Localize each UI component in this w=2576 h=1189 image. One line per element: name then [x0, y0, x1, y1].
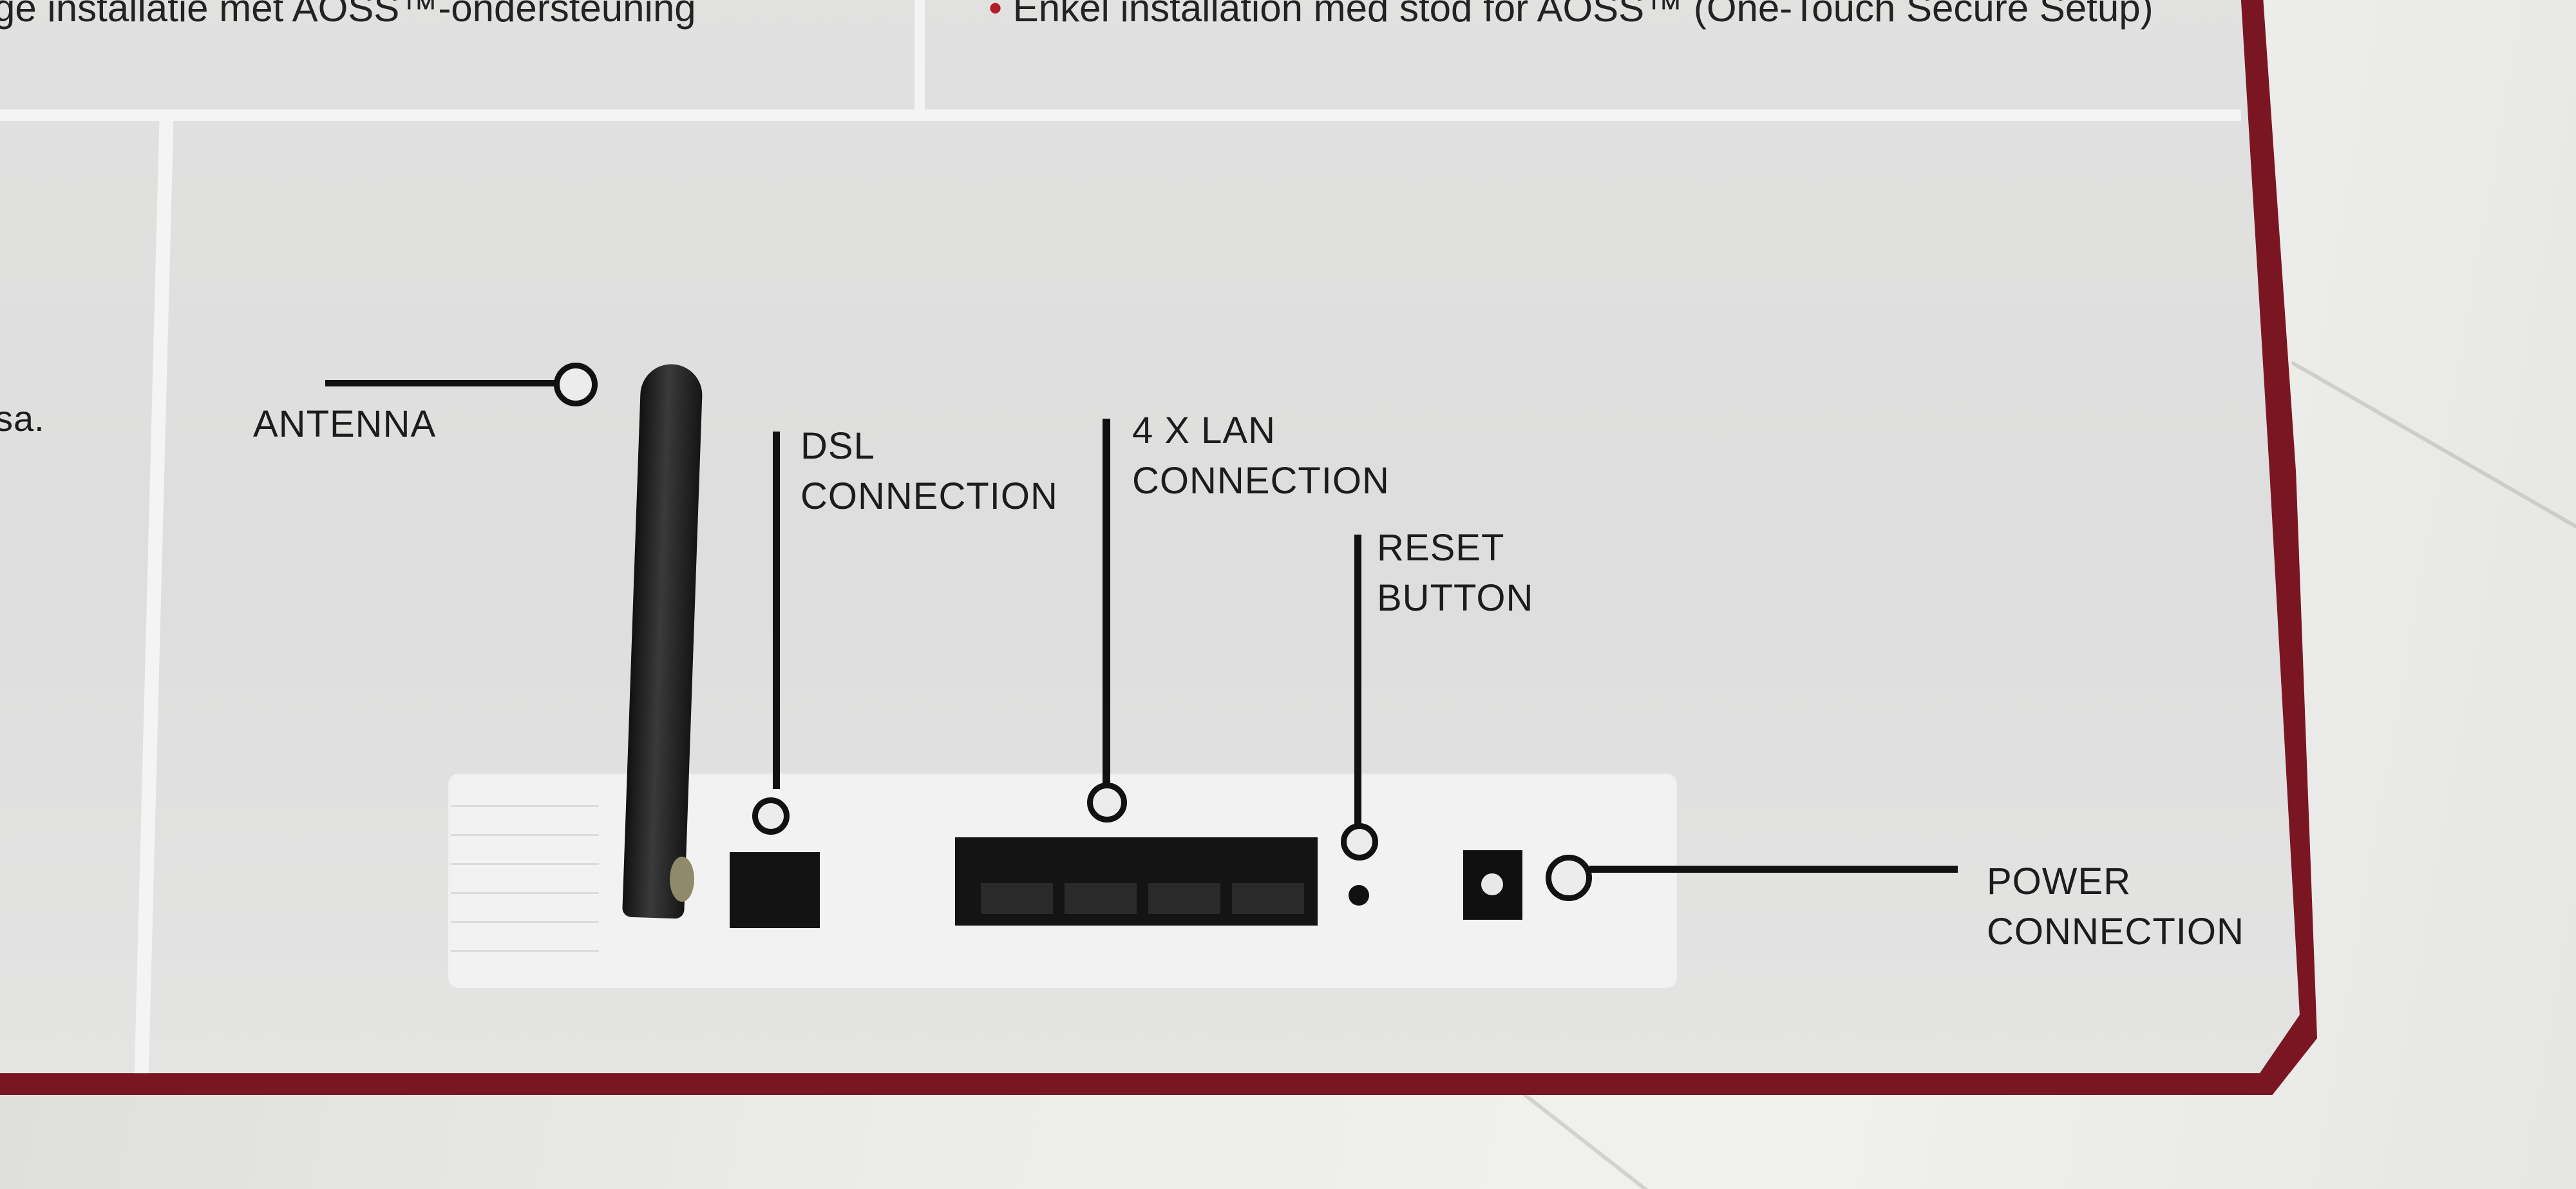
lan-port — [1148, 883, 1220, 914]
lan-label: 4 X LAN CONNECTION — [1132, 410, 1390, 502]
dsl-port — [730, 852, 820, 928]
reset-leader-line — [1354, 535, 1361, 828]
power-jack — [1463, 850, 1522, 920]
power-label: POWER CONNECTION — [1987, 861, 2244, 953]
router-stripe — [451, 863, 599, 865]
lan-port — [1232, 883, 1304, 914]
lan-callout-ring — [1087, 783, 1127, 823]
lan-ports — [955, 837, 1318, 926]
antenna-callout-ring — [554, 363, 598, 406]
horizontal-rule — [0, 109, 2241, 121]
dsl-leader-line — [773, 432, 780, 789]
top-text-left: ge installatie met AOSS™-ondersteuning — [0, 0, 696, 30]
lan-port — [981, 883, 1053, 914]
antenna-base — [670, 857, 694, 902]
router-stripe — [451, 834, 599, 836]
lan-port — [1065, 883, 1137, 914]
cut-text: sa. — [0, 398, 45, 439]
antenna-label: ANTENNA — [253, 403, 437, 445]
power-leader-line — [1589, 866, 1958, 873]
top-text-right-content: Enkel installation med stod for AOSS™ (O… — [1012, 0, 2154, 30]
top-text-right: • Enkel installation med stod for AOSS™ … — [989, 0, 2154, 30]
dsl-callout-ring — [752, 797, 790, 835]
bullet: • — [989, 0, 1003, 30]
router-stripe — [451, 892, 599, 894]
dsl-label: DSL CONNECTION — [800, 425, 1058, 518]
router-stripe — [451, 805, 599, 807]
reset-hole — [1349, 885, 1369, 906]
reset-label: RESET BUTTON — [1377, 527, 1534, 620]
power-jack-pin — [1481, 873, 1503, 895]
vertical-rule — [914, 0, 925, 116]
reset-callout-ring — [1341, 823, 1378, 861]
vertical-rule — [134, 116, 174, 1074]
router-stripe — [451, 921, 599, 923]
antenna-leader-line — [325, 380, 557, 386]
lan-leader-line — [1103, 419, 1110, 785]
power-callout-ring — [1546, 855, 1592, 901]
router-stripe — [451, 950, 599, 952]
